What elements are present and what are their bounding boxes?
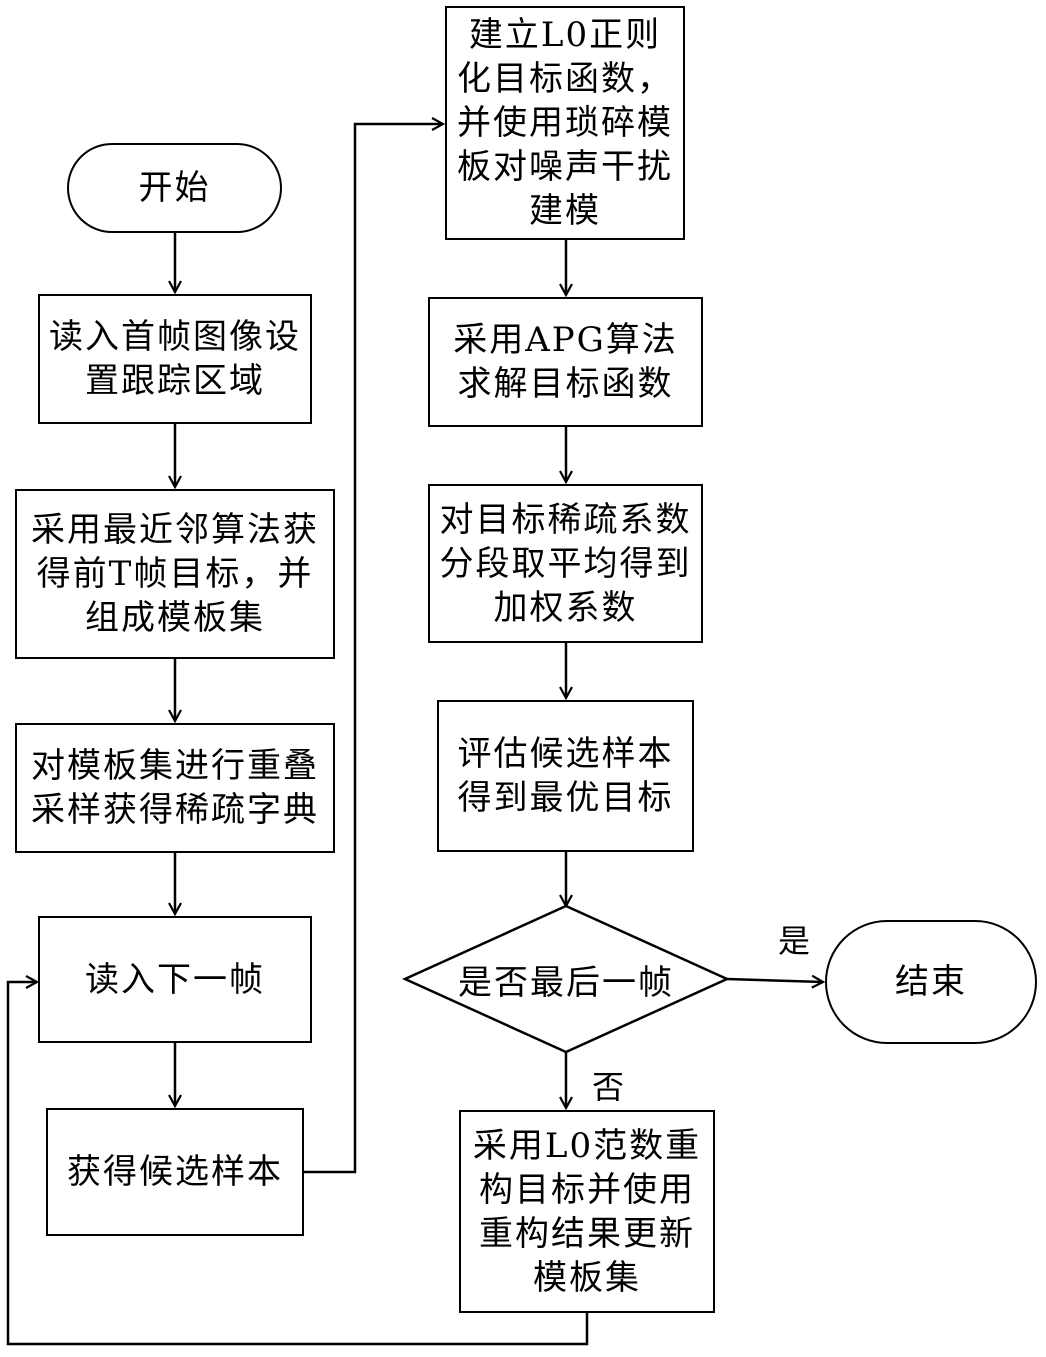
decision-label: 是否最后一帧	[425, 950, 707, 1008]
end-node: 结束	[825, 920, 1037, 1044]
nearest-neighbor-node: 采用最近邻算法获得前T帧目标，并组成模板集	[15, 489, 335, 659]
update-templates-node: 采用L0范数重构目标并使用重构结果更新模板集	[459, 1110, 715, 1313]
read-next-frame-node: 读入下一帧	[38, 916, 312, 1043]
overlap-sampling-node: 对模板集进行重叠采样获得稀疏字典	[15, 723, 335, 853]
edge-decision-yes	[727, 979, 823, 982]
yes-label: 是	[778, 916, 810, 962]
read-first-frame-node: 读入首帧图像设置跟踪区域	[38, 294, 312, 424]
evaluate-candidates-node: 评估候选样本得到最优目标	[437, 700, 694, 852]
apg-solve-node: 采用APG算法求解目标函数	[428, 297, 703, 427]
weighted-coefficients-node: 对目标稀疏系数分段取平均得到加权系数	[428, 484, 703, 643]
start-node: 开始	[67, 143, 282, 233]
get-candidates-node: 获得候选样本	[46, 1108, 304, 1236]
no-label: 否	[592, 1062, 624, 1108]
l0-objective-node: 建立L0正则化目标函数，并使用琐碎模板对噪声干扰建模	[445, 6, 685, 240]
